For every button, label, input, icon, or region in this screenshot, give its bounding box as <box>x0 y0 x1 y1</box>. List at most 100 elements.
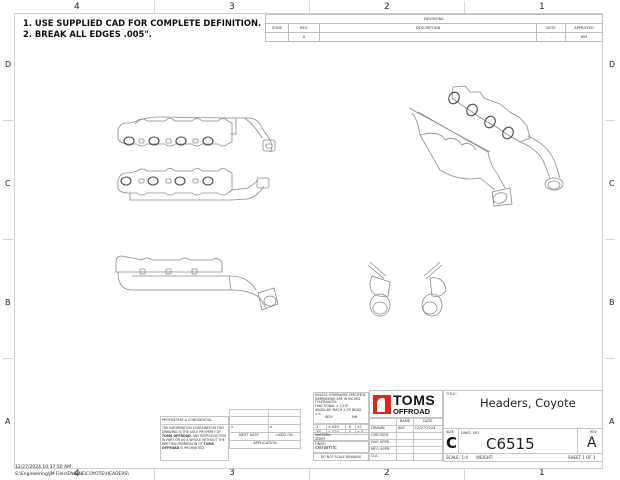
drawing-frame <box>14 13 603 469</box>
zone-column-2-bottom: 2 <box>384 468 390 478</box>
next-assy-label: NEXT ASSY <box>229 432 269 441</box>
size-label: SIZE <box>446 430 454 434</box>
rev-value: A <box>587 435 597 451</box>
approval-date <box>412 432 444 440</box>
material-field: MATERIAL steel <box>313 432 369 441</box>
approval-role: Q.A. <box>369 453 397 461</box>
dwg-no-label: DWG. NO. <box>461 430 480 435</box>
approval-date <box>412 453 444 461</box>
approval-role: DRAWN <box>369 425 397 433</box>
table-row: A - - JKM <box>265 32 603 42</box>
zone-column-3-top: 3 <box>229 2 235 12</box>
zone-row-c-right: C <box>609 179 615 188</box>
tolerance-line: DIMENSIONS ARE IN INCHES <box>315 396 361 401</box>
proprietary-text: THE INFORMATION CONTAINED IN THIS DRAWIN… <box>162 426 225 434</box>
zone-row-a-left: A <box>5 417 11 426</box>
sheet-text: SHEET 1 OF 1 <box>568 455 596 460</box>
approval-date <box>412 439 444 447</box>
title-field: TITLE: Headers, Coyote <box>443 390 603 429</box>
zone-divider <box>3 358 13 359</box>
application-label: APPLICATION <box>229 440 301 449</box>
tolerance-block: UNLESS OTHERWISE SPECIFIED: DIMENSIONS A… <box>313 392 369 424</box>
rev-cell: REV A <box>577 429 605 453</box>
tolerance-units: INCH MM <box>315 416 367 420</box>
tolerance-line: ANGULAR: MACH ±.25 BEND ±.5 <box>315 407 361 416</box>
zone-divider <box>464 468 465 480</box>
unit-inch: INCH <box>324 415 333 420</box>
scale-weight-sheet-row: SCALE: 1:4 WEIGHT: SHEET 1 OF 1 <box>443 454 603 462</box>
zone-divider <box>605 358 615 359</box>
scale-text: SCALE: 1:4 <box>446 455 468 460</box>
size-cell: SIZE C <box>444 429 459 453</box>
proprietary-text: IS PROHIBITED. <box>180 446 205 450</box>
date-header: DATE <box>412 418 444 426</box>
end-view-right <box>421 261 447 317</box>
table-row: ENG APPR. <box>369 439 444 447</box>
exhaust-port-rings <box>123 136 214 146</box>
zone-divider <box>605 239 615 240</box>
file-path: S:\Engineering\JM Files\ENGINE\COYOTE\HE… <box>15 472 129 477</box>
zone-divider <box>464 1 465 13</box>
table-row: CHECKED <box>369 432 444 440</box>
isometric-view <box>408 85 564 207</box>
approval-name <box>396 446 414 454</box>
zone-column-4-bottom: 4 <box>74 469 80 479</box>
zone-divider <box>605 120 615 121</box>
used-on-label: USED ON <box>268 432 301 441</box>
zone-row-d-left: D <box>5 60 12 69</box>
approval-name <box>396 432 414 440</box>
approval-date: 12/27/2024 <box>412 425 444 433</box>
table-row: MFG APPR. <box>369 446 444 454</box>
zone-divider <box>309 468 310 480</box>
zone-row-d-right: D <box>609 60 616 69</box>
approval-role: MFG APPR. <box>369 446 397 454</box>
drawing-number: C6515 <box>486 435 535 453</box>
do-not-scale-note: DO NOT SCALE DRAWING <box>313 453 369 461</box>
logo-text-toms: TOMS <box>393 392 436 408</box>
rev-approved: JKM <box>565 32 603 42</box>
unit-mm: MM <box>351 415 358 420</box>
next-assy-value: x <box>229 424 269 433</box>
note-1: 1. USE SUPPLIED CAD FOR COMPLETE DEFINIT… <box>23 18 262 28</box>
zone-divider <box>154 468 155 480</box>
title-label: TITLE: <box>446 392 457 396</box>
approval-name: JKM <box>396 425 414 433</box>
top-view-header-upper <box>117 116 276 153</box>
company-logo: TOMS OFFROAD <box>369 390 443 418</box>
print-timestamp: 12/27/2024 10:37:50 AM <box>15 465 71 470</box>
note-2: 2. BREAK ALL EDGES .005". <box>23 29 152 39</box>
approval-name <box>396 439 414 447</box>
zone-row-a-right: A <box>609 417 615 426</box>
zone-divider <box>309 1 310 13</box>
proprietary-label: PROPRIETARY & CONFIDENTIAL <box>160 416 229 424</box>
finish-value: ceramic <box>315 445 337 451</box>
logo-text-offroad: OFFROAD <box>393 407 431 416</box>
material-label: MATERIAL <box>315 433 331 437</box>
approval-name <box>396 453 414 461</box>
drawing-notes: 1. USE SUPPLIED CAD FOR COMPLETE DEFINIT… <box>23 18 261 40</box>
zone-row-b-left: B <box>5 298 11 307</box>
zone-column-3-bottom: 3 <box>229 468 235 478</box>
company-name: TOMS OFFROAD <box>162 434 191 438</box>
used-on-value: x <box>268 424 301 433</box>
revisions-table: REVISIONS ZONE REV. DESCRIPTION DATE APP… <box>265 14 603 42</box>
logo-mark-icon <box>373 395 391 414</box>
rev-label: REV <box>590 430 598 434</box>
zone-column-1-bottom: 1 <box>539 468 545 478</box>
end-view-left <box>367 261 391 317</box>
name-header: NAME <box>396 418 414 426</box>
zone-column-4-top: 4 <box>74 2 80 12</box>
zone-divider <box>3 239 13 240</box>
zone-divider <box>154 1 155 13</box>
logo-head-icon <box>377 398 385 412</box>
material-value: steel <box>315 436 325 441</box>
approval-role: ENG APPR. <box>369 439 397 447</box>
zone-divider <box>3 120 13 121</box>
table-row: Q.A. <box>369 453 444 461</box>
tolerance-line: TOLERANCES: <box>315 400 338 405</box>
